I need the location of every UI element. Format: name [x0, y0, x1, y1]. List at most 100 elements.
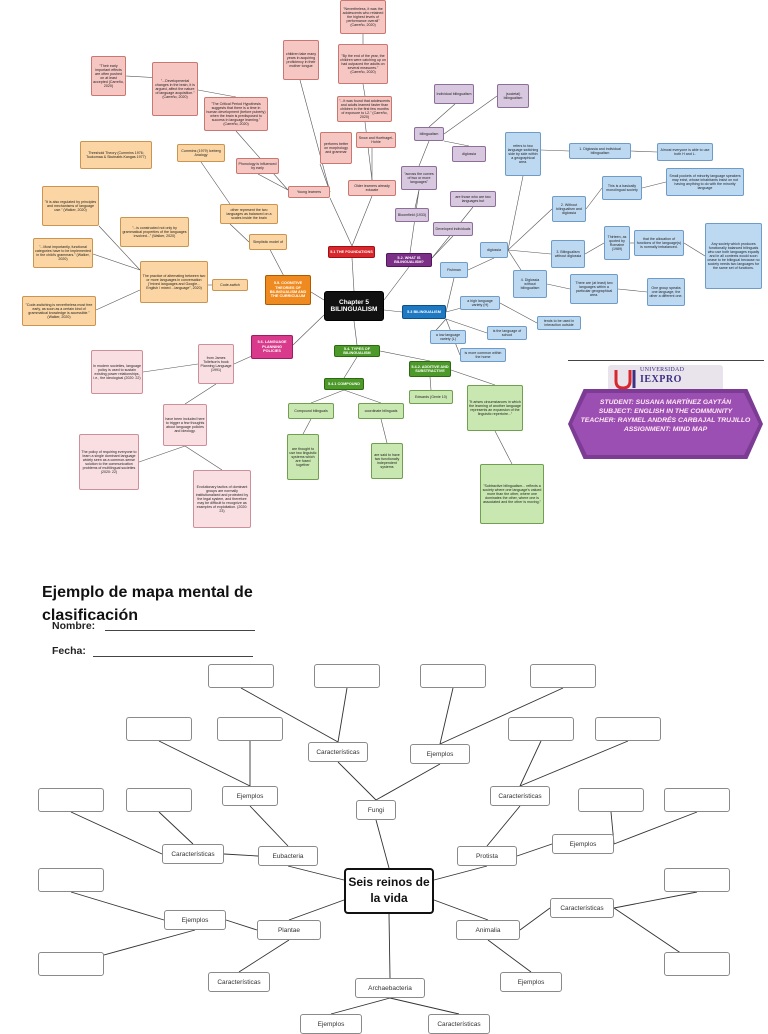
- note-box[interactable]: Phonology is influenced by early: [236, 158, 279, 174]
- worksheet-center-node[interactable]: Seis reinos de la vida: [344, 868, 434, 914]
- note-box[interactable]: Cummins (1979) Iceberg Analogy: [177, 144, 225, 162]
- blank-leaf[interactable]: [126, 788, 192, 812]
- note-box[interactable]: Fishman: [440, 262, 468, 278]
- kingdom-archaebacteria[interactable]: Archaebacteria: [355, 978, 425, 998]
- section-cognitive-theories[interactable]: 5.5. COGNITIVE THEORIES OF BILINGUALISM …: [265, 275, 311, 305]
- section-bilingualism[interactable]: 5.3 BILINGUALISM: [402, 305, 446, 319]
- section-what-is-bilingualism[interactable]: 5.2. WHAT IS BILINGUALISM?: [386, 253, 432, 267]
- note-box[interactable]: other represent the two languages as bal…: [220, 204, 278, 224]
- note-box[interactable]: Bloomfield (1933): [395, 208, 429, 222]
- blank-leaf[interactable]: [38, 868, 104, 892]
- note-box[interactable]: In modern societies, language policy is …: [91, 350, 143, 394]
- blank-leaf[interactable]: [314, 664, 380, 688]
- note-box[interactable]: "The Critical Period Hypothesis suggests…: [204, 97, 268, 131]
- section-foundations[interactable]: 5.1 THE FOUNDATIONS: [328, 246, 375, 258]
- note-box[interactable]: Young learners: [288, 186, 330, 198]
- note-box[interactable]: from James Tollefson's book Planning Lan…: [198, 344, 234, 384]
- note-box[interactable]: is the language of school: [487, 326, 527, 340]
- note-box[interactable]: "It arises circumstances in which the le…: [467, 385, 523, 431]
- blank-leaf[interactable]: [530, 664, 596, 688]
- note-box[interactable]: 1. Diglossia and individual bilingualism: [569, 143, 631, 159]
- note-box[interactable]: Developed individuals: [433, 222, 473, 236]
- blank-leaf[interactable]: [38, 788, 104, 812]
- note-box[interactable]: 4. Diglossia without bilingualism: [513, 270, 547, 298]
- eubacteria-ejemplos[interactable]: Ejemplos: [222, 786, 278, 806]
- section-additive[interactable]: 5.4.2. ADDITIVE AND SUBSTRACTIVE: [409, 361, 451, 377]
- eubacteria-caracteristicas[interactable]: Características: [162, 844, 224, 864]
- nombre-line[interactable]: [105, 630, 255, 631]
- note-box[interactable]: Almost everyone is able to use both H an…: [657, 143, 713, 161]
- plantae-caracteristicas[interactable]: Características: [208, 972, 270, 992]
- note-box[interactable]: Small pockets of minority language speak…: [666, 168, 744, 196]
- note-box[interactable]: "...Developmental changes in the brain, …: [152, 62, 198, 116]
- note-box[interactable]: The policy of requiring everyone to lear…: [79, 434, 139, 490]
- note-box[interactable]: a low language variety (L): [430, 330, 466, 344]
- archaebacteria-ejemplos[interactable]: Ejemplos: [300, 1014, 362, 1034]
- note-box[interactable]: is more common within the home: [460, 348, 506, 362]
- section-language-planning[interactable]: 5.6. LANGUAGE PLANNING POLICIES: [251, 335, 293, 359]
- blank-leaf[interactable]: [38, 952, 104, 976]
- note-box[interactable]: "Their early important effects are often…: [91, 56, 126, 96]
- blank-leaf[interactable]: [508, 717, 574, 741]
- animalia-ejemplos[interactable]: Ejemplos: [500, 972, 562, 992]
- section-types[interactable]: 5.4. TYPES OF BILINGUALISM: [334, 345, 380, 357]
- protista-caracteristicas[interactable]: Características: [490, 786, 550, 806]
- blank-leaf[interactable]: [664, 952, 730, 976]
- note-box[interactable]: Compound bilinguals: [288, 403, 334, 419]
- blank-leaf[interactable]: [595, 717, 661, 741]
- note-box[interactable]: Older learners already educate: [348, 180, 396, 196]
- blank-leaf[interactable]: [664, 788, 730, 812]
- note-box[interactable]: have been included here to trigger a few…: [163, 404, 207, 446]
- note-box[interactable]: Snow and Hoefnagel-Hohle: [356, 132, 396, 148]
- fungi-ejemplos[interactable]: Ejemplos: [410, 744, 470, 764]
- fecha-line[interactable]: [93, 656, 253, 657]
- note-box[interactable]: diglossia: [480, 242, 508, 258]
- section-compound[interactable]: 5.4.1 COMPOUND: [324, 378, 364, 390]
- note-box[interactable]: Thirteen, as quoted by Romaine (1989): [604, 226, 630, 260]
- note-box[interactable]: "By the end of the year, the children we…: [338, 44, 388, 84]
- note-box[interactable]: a high language variety (H): [460, 296, 500, 310]
- note-box[interactable]: that the allocation of functions of the …: [634, 230, 684, 256]
- animalia-caracteristicas[interactable]: Características: [550, 898, 614, 918]
- note-box[interactable]: Threshold Theory (Cummins 1976; Toukomaa…: [80, 141, 152, 169]
- blank-leaf[interactable]: [578, 788, 644, 812]
- kingdom-fungi[interactable]: Fungi: [356, 800, 396, 820]
- note-box[interactable]: 3. Bilingualism without diglossia: [551, 240, 585, 268]
- blank-leaf[interactable]: [217, 717, 283, 741]
- note-box[interactable]: 2. Without bilingualism and diglossia: [552, 196, 586, 222]
- note-box[interactable]: bilingualism: [414, 127, 444, 141]
- note-box[interactable]: children take many years in acquiring pr…: [283, 40, 319, 80]
- plantae-ejemplos[interactable]: Ejemplos: [164, 910, 226, 930]
- note-box[interactable]: performs better on morphology and gramma…: [320, 132, 352, 164]
- note-box[interactable]: There are (at least) two languages withi…: [570, 274, 618, 304]
- note-box[interactable]: One group speaks one language, the other…: [647, 278, 685, 306]
- note-box[interactable]: "Code-switching is nevertheless most fre…: [22, 296, 96, 326]
- note-box[interactable]: are thought to use two linguistic system…: [287, 434, 319, 480]
- note-box[interactable]: The practice of alternating between two …: [140, 261, 208, 303]
- note-box[interactable]: Simplistic model of: [249, 234, 287, 250]
- kingdom-animalia[interactable]: Animalia: [456, 920, 520, 940]
- protista-ejemplos[interactable]: Ejemplos: [552, 834, 614, 854]
- note-box[interactable]: are said to have two functionally indepe…: [371, 443, 403, 479]
- central-node[interactable]: Chapter 5 BILINGUALISM: [324, 291, 384, 321]
- note-box[interactable]: "...It was found that adolescents and ad…: [337, 96, 392, 122]
- blank-leaf[interactable]: [126, 717, 192, 741]
- note-box[interactable]: coordinate bilinguals: [358, 403, 404, 419]
- note-box[interactable]: tends to be used in interaction outside: [537, 316, 581, 330]
- kingdom-plantae[interactable]: Plantae: [257, 920, 321, 940]
- note-box[interactable]: refers to two language switching side by…: [505, 132, 541, 176]
- note-box[interactable]: are those who are two languages but: [450, 191, 496, 207]
- note-box[interactable]: "...Most importantly, functional categor…: [33, 238, 93, 268]
- note-box[interactable]: "...is constructed not only by grammatic…: [120, 217, 189, 247]
- blank-leaf[interactable]: [664, 868, 730, 892]
- blank-leaf[interactable]: [208, 664, 274, 688]
- note-box[interactable]: "Nevertheless, it was the adolescents wh…: [340, 0, 386, 34]
- note-box[interactable]: Code-switch: [212, 279, 248, 291]
- note-box[interactable]: (societal) bilingualism: [497, 84, 529, 108]
- note-box[interactable]: diglossia: [452, 146, 486, 162]
- note-box[interactable]: "across the curves of two or more langua…: [401, 166, 437, 190]
- note-box[interactable]: Any society which produces functionally …: [705, 223, 762, 289]
- kingdom-protista[interactable]: Protista: [457, 846, 517, 866]
- note-box[interactable]: Edwards (Genie 10): [409, 390, 453, 404]
- note-box[interactable]: "Subtractive bilingualism... reflects a …: [480, 464, 544, 524]
